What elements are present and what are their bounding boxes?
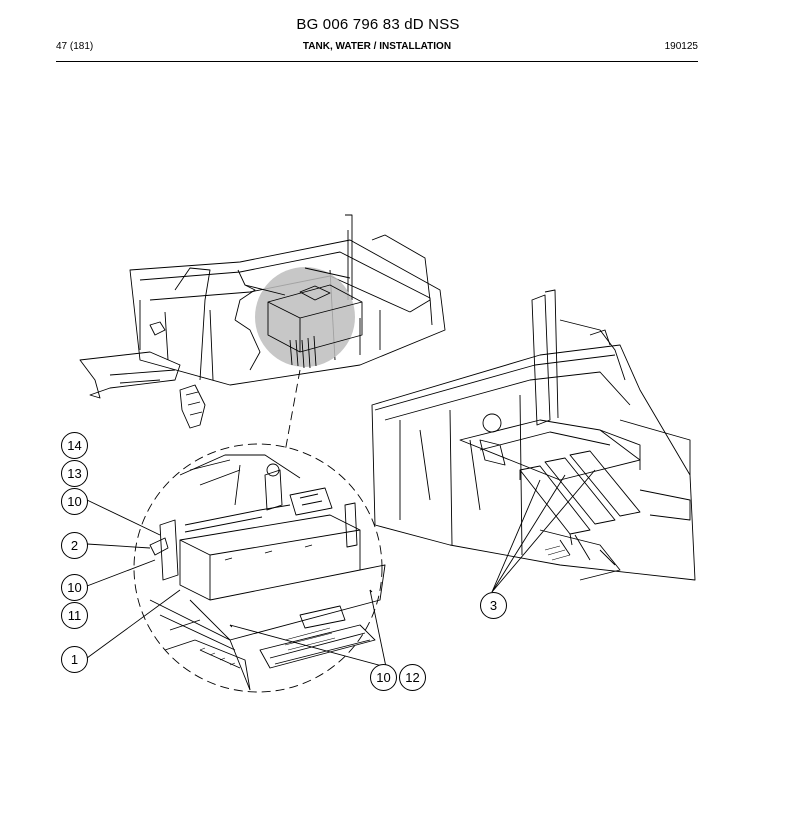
document-id: BG 006 796 83 dD NSS [296, 16, 460, 33]
callout-10-lower: 10 [370, 664, 397, 691]
page-header: 47 (181) TANK, WATER / INSTALLATION 1901… [56, 41, 698, 55]
page-number: 47 (181) [56, 41, 94, 52]
overview-tank [244, 267, 363, 369]
detail-circle [133, 443, 383, 693]
callout-1: 1 [61, 646, 88, 673]
detail-tank [149, 454, 386, 691]
callout-10-middle: 10 [61, 574, 88, 601]
callout-12: 12 [399, 664, 426, 691]
callout-13: 13 [61, 460, 88, 487]
callout-2: 2 [61, 532, 88, 559]
section-title: TANK, WATER / INSTALLATION [302, 41, 452, 52]
document-date: 190125 [664, 41, 698, 52]
header-rule [56, 61, 698, 62]
leader-lines [86, 469, 596, 668]
rear-machine-frame [371, 289, 696, 581]
callout-10-upper: 10 [61, 488, 88, 515]
callout-11: 11 [61, 602, 88, 629]
hatching [199, 545, 571, 666]
callout-14: 14 [61, 432, 88, 459]
callout-3: 3 [480, 592, 507, 619]
